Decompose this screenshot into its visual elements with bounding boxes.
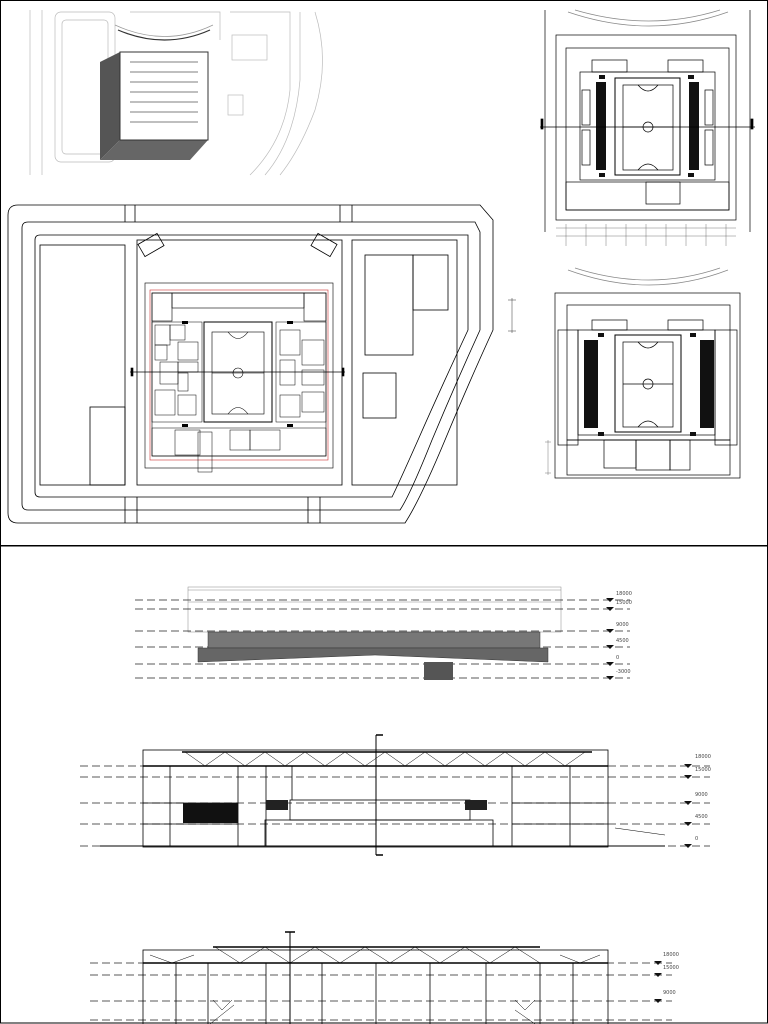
section-middle-level-1: 18000 [695,754,711,760]
section-top-level-2: 15000 [616,600,632,606]
section-bottom-level-2: 15000 [663,965,679,971]
section-middle-dark-room [183,803,238,823]
section-top-level-3: 9000 [616,622,629,628]
section-top-level-5: 0 [616,655,619,661]
section-top-mass [207,631,541,649]
site-plan [7,204,494,524]
site-building [130,282,345,473]
massing-block [100,51,209,160]
section-bottom: 18000 15000 9000 [90,931,679,1024]
section-middle-level-2: 15000 [695,767,711,773]
section-middle-level-5: 0 [695,836,698,842]
site-block-center [136,239,343,486]
floor-plan-lower [545,267,741,479]
section-top-level-6: -3000 [616,669,631,675]
floor-plan-upper [540,9,755,246]
section-bottom-level-lines [90,962,672,1021]
site-road-inner [21,221,481,511]
section-bottom-level-1: 18000 [663,952,679,958]
section-top-level-4: 4500 [616,638,629,644]
section-middle-level-lines [80,765,710,847]
section-top: 18000 15000 9000 4500 0 -3000 [135,586,632,680]
site-block-left [39,244,126,486]
section-top-level-1: 18000 [616,591,632,597]
section-bottom-level-3: 9000 [663,990,676,996]
section-bottom-outline [142,949,609,1024]
section-middle: 18000 15000 9000 4500 0 [80,734,711,856]
site-block-right [351,239,458,486]
plan-lower-court [614,334,682,433]
sheet-frame-bottom [0,545,768,1024]
plan-upper-court [614,77,681,176]
site-road-outer [7,204,494,524]
section-middle-level-3: 9000 [695,792,708,798]
section-middle-level-4: 4500 [695,814,708,820]
site-road-lane [34,234,469,498]
dimension-marker [508,298,516,333]
